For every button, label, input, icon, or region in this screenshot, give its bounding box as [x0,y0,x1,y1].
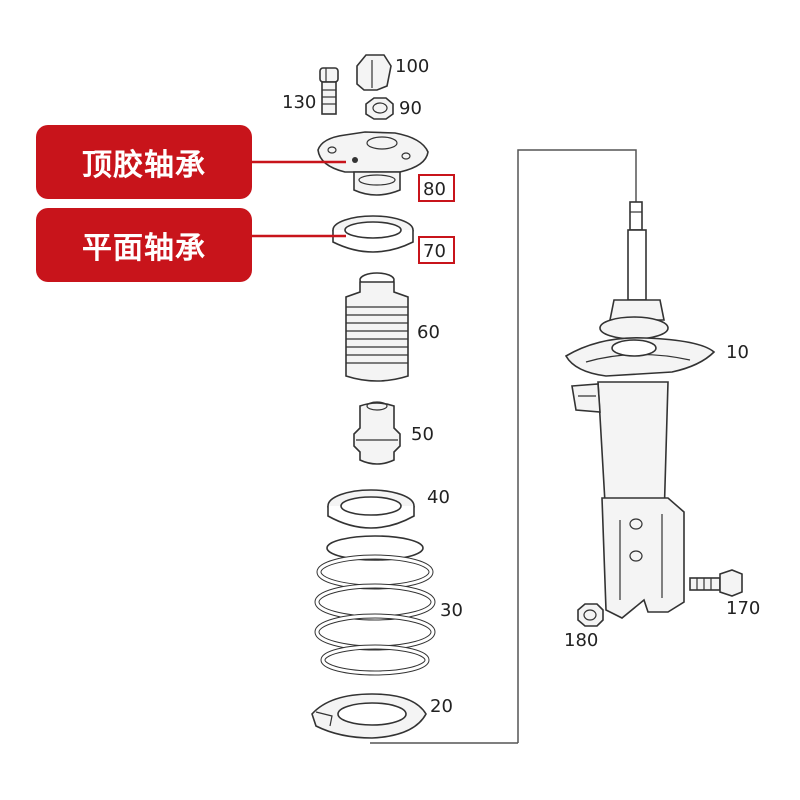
strut-assembly-10 [564,201,716,619]
callout-60: 60 [417,322,440,343]
flat-bearing-label: 平面轴承 [36,208,252,282]
callout-30: 30 [440,600,463,621]
callout-180: 180 [564,630,598,651]
coil-spring-30 [314,535,436,676]
callout-80: 80 [423,179,446,200]
callout-170: 170 [726,598,760,619]
callout-10: 10 [726,342,749,363]
callout-100: 100 [395,56,429,77]
spring-pad-20 [311,693,427,739]
top-mount-label: 顶胶轴承 [36,125,252,199]
callout-box-70 [418,236,455,264]
top-mount-80 [317,131,429,196]
assembly-bracket-line [517,149,637,743]
spring-seat-40 [327,489,415,529]
nut-180 [577,603,604,627]
callout-90: 90 [399,98,422,119]
cap-100 [356,54,392,91]
callout-130: 130 [282,92,316,113]
bump-stop-50 [353,401,401,465]
callout-70: 70 [423,241,446,262]
callout-40: 40 [427,487,450,508]
callout-20: 20 [430,696,453,717]
flat-bearing-70 [332,215,414,253]
nut-90 [365,97,394,120]
bolt-130 [319,67,339,115]
callout-box-80 [418,174,455,202]
dust-boot-60 [345,272,409,382]
bolt-170 [689,569,743,597]
callout-50: 50 [411,424,434,445]
